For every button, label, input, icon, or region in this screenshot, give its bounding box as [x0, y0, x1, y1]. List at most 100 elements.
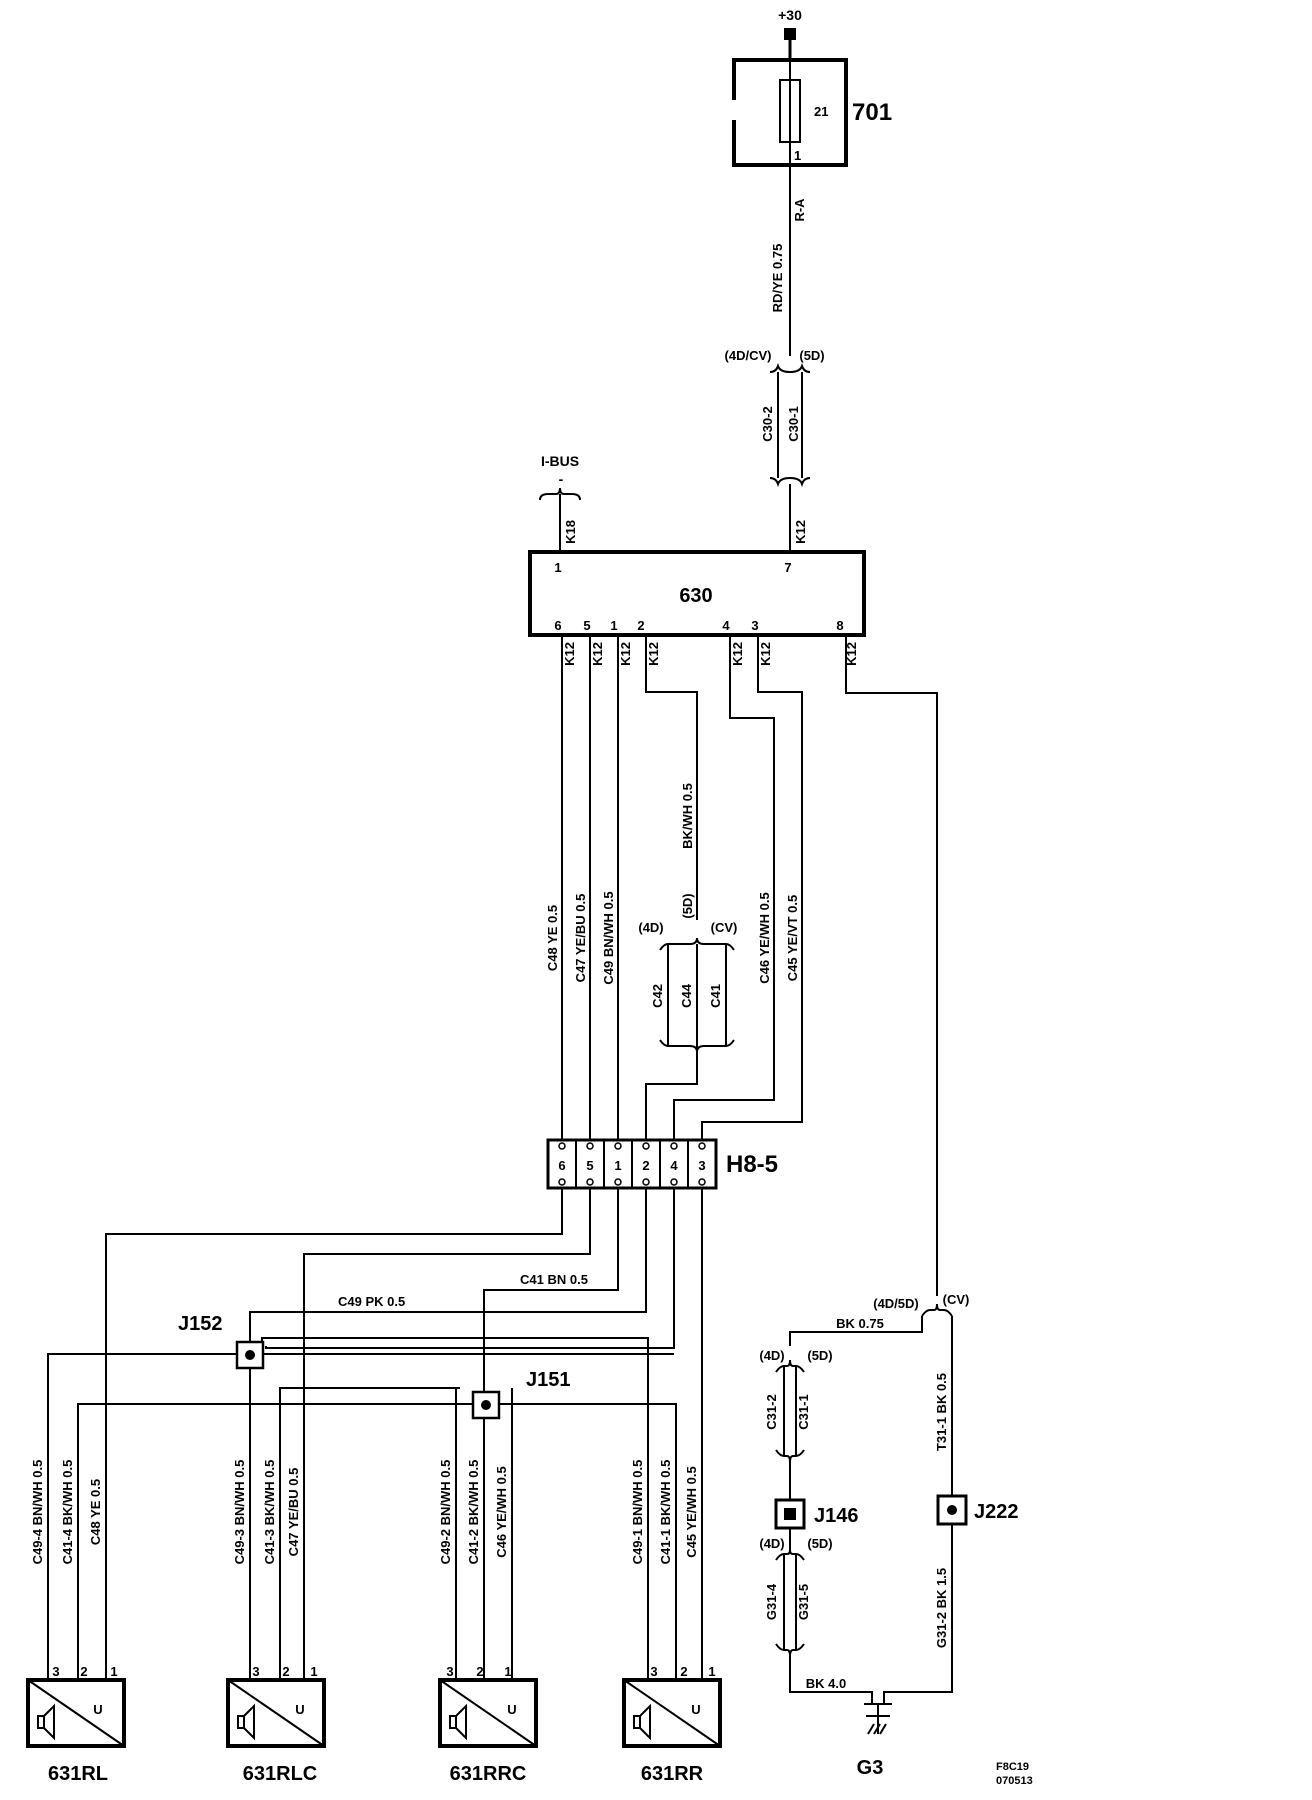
wires-h85-to-speakers — [105, 1188, 703, 1680]
rrc-pin-2: 2 — [476, 1664, 483, 1679]
rlc-pin-1: 1 — [310, 1664, 317, 1679]
fuse-wire-conn: R-A — [792, 198, 807, 222]
rrc-wire-3: C49-2 BN/WH 0.5 — [438, 1460, 453, 1565]
split-c30-c1: C30-2 — [760, 406, 775, 441]
unit-630-bottom-conns: K12 K12 K12 K12 K12 K12 K12 — [562, 642, 859, 666]
speaker-wire-labels: C49-4 BN/WH 0.5 C41-4 BK/WH 0.5 C48 YE 0… — [30, 1460, 699, 1565]
ground-c31-2: C31-2 — [764, 1394, 779, 1429]
split-c42-c44-c41: (4D) (5D) (CV) C42 C44 C41 — [638, 893, 738, 1053]
wire-label-c45: C45 YE/VT 0.5 — [785, 895, 800, 981]
split-c30-right: (5D) — [799, 348, 824, 363]
junction-j151 — [471, 1390, 501, 1420]
rl-pin-1: 1 — [110, 1664, 117, 1679]
ground-split3-l: (4D) — [759, 1536, 784, 1551]
footer-date: 070513 — [996, 1775, 1033, 1787]
supply-label: +30 — [778, 7, 802, 23]
h85-pin-5: 5 — [586, 1158, 593, 1173]
unit-630-pin-top-7: 7 — [784, 560, 791, 575]
rlc-pin-2: 2 — [282, 1664, 289, 1679]
rl-wire-2: C41-4 BK/WH 0.5 — [60, 1460, 75, 1565]
rrc-pin-3: 3 — [446, 1664, 453, 1679]
rrc-wire-2: C41-2 BK/WH 0.5 — [466, 1460, 481, 1565]
h85-pin-2: 2 — [642, 1158, 649, 1173]
wires-630-to-h85 — [561, 635, 938, 1296]
split-mid-c41: C41 — [708, 984, 723, 1008]
ibus-minus: - — [559, 471, 564, 487]
unit-630-pin-6: 6 — [554, 618, 561, 633]
split-mid-m: (5D) — [680, 893, 695, 918]
rlc-pin-3: 3 — [252, 1664, 259, 1679]
fuse-number: 21 — [814, 104, 828, 119]
rr-wire-1: C45 YE/WH 0.5 — [684, 1466, 699, 1558]
junction-j146-label: J146 — [814, 1505, 859, 1527]
conn-k12-top: K12 — [793, 520, 808, 544]
connector-h8-5: 6 5 1 2 4 3 — [546, 1138, 718, 1190]
ground-g3-label: G3 — [857, 1757, 884, 1779]
h85-pin-6: 6 — [558, 1158, 565, 1173]
speaker-631rr: 3 2 1 U 631RR — [622, 1664, 722, 1785]
bus-label-c41: C41 BN 0.5 — [520, 1272, 588, 1287]
ground-wire-bk40: BK 4.0 — [806, 1676, 846, 1691]
wire-label-c48: C48 YE 0.5 — [545, 905, 560, 971]
speaker-distribution — [47, 1337, 677, 1680]
split-c30-left: (4D/CV) — [725, 348, 772, 363]
rr-pin-3: 3 — [650, 1664, 657, 1679]
unit-630-pin-1: 1 — [610, 618, 617, 633]
wire-labels-630: C48 YE 0.5 C47 YE/BU 0.5 C49 BN/WH 0.5 B… — [545, 783, 800, 984]
split-c30: (4D/CV) (5D) C30-2 C30-1 — [725, 348, 825, 488]
split-c30-c2: C30-1 — [786, 406, 801, 441]
rrc-id: 631RRC — [450, 1763, 527, 1785]
junction-j222-label: J222 — [974, 1501, 1019, 1523]
junction-j222 — [936, 1494, 968, 1526]
conn-k18: K18 — [563, 520, 578, 544]
wire-label-bkwh: BK/WH 0.5 — [680, 783, 695, 849]
ground-branch: (4D/5D) (CV) BK 0.75 (4D) (5D) C31-2 C31… — [759, 1292, 1018, 1779]
ground-split1-r: (CV) — [943, 1292, 970, 1307]
fuse-id: 701 — [852, 99, 892, 126]
speaker-icon — [449, 1703, 467, 1741]
speaker-631rrc: 3 2 1 U 631RRC — [438, 1664, 538, 1785]
rlc-wire-1: C47 YE/BU 0.5 — [286, 1468, 301, 1557]
ibus-label: I-BUS — [541, 453, 579, 469]
ground-c31-1: C31-1 — [796, 1394, 811, 1429]
unit-630-pin-4: 4 — [722, 618, 730, 633]
conn-k12-5: K12 — [590, 642, 605, 666]
bus-label-c49: C49 PK 0.5 — [338, 1294, 405, 1309]
rrc-wire-1: C46 YE/WH 0.5 — [494, 1466, 509, 1558]
rr-wire-2: C41-1 BK/WH 0.5 — [658, 1460, 673, 1565]
fuse-wire-label: RD/YE 0.75 — [770, 244, 785, 313]
speaker-631rlc: 3 2 1 U 631RLC — [226, 1664, 326, 1785]
unit-630: 630 1 7 6 5 1 2 4 3 8 — [528, 550, 866, 637]
rlc-u: U — [295, 1702, 304, 1717]
connector-h8-5-id: H8-5 — [726, 1151, 778, 1178]
ground-split2-r: (5D) — [807, 1348, 832, 1363]
unit-630-id: 630 — [679, 585, 712, 607]
rr-pin-2: 2 — [680, 1664, 687, 1679]
ground-wire-t311: T31-1 BK 0.5 — [934, 1373, 949, 1451]
split-mid-r: (CV) — [711, 920, 738, 935]
rlc-id: 631RLC — [243, 1763, 317, 1785]
ground-wire-g312: G31-2 BK 1.5 — [934, 1568, 949, 1648]
rr-pin-1: 1 — [708, 1664, 715, 1679]
wire-label-c47: C47 YE/BU 0.5 — [573, 894, 588, 983]
unit-630-pin-5: 5 — [583, 618, 590, 633]
conn-k12-3: K12 — [758, 642, 773, 666]
rr-id: 631RR — [641, 1763, 704, 1785]
rl-wire-1: C48 YE 0.5 — [88, 1479, 103, 1545]
ground-g31-4: G31-4 — [764, 1583, 779, 1620]
ground-split2-l: (4D) — [759, 1348, 784, 1363]
rl-pin-3: 3 — [52, 1664, 59, 1679]
fuse-box-701: 21 1 — [732, 58, 848, 167]
wire-label-c49: C49 BN/WH 0.5 — [601, 891, 616, 984]
split-mid-c42: C42 — [650, 984, 665, 1008]
junction-j152-label: J152 — [178, 1313, 223, 1335]
junction-j146 — [774, 1498, 806, 1530]
ground-split3-r: (5D) — [807, 1536, 832, 1551]
ground-wire-bk075: BK 0.75 — [836, 1316, 884, 1331]
rlc-wire-2: C41-3 BK/WH 0.5 — [262, 1460, 277, 1565]
junction-j152 — [235, 1340, 265, 1370]
speaker-icon — [37, 1703, 55, 1741]
junction-j151-label: J151 — [526, 1369, 571, 1391]
h85-pin-3: 3 — [698, 1158, 705, 1173]
unit-630-pin-2: 2 — [637, 618, 644, 633]
